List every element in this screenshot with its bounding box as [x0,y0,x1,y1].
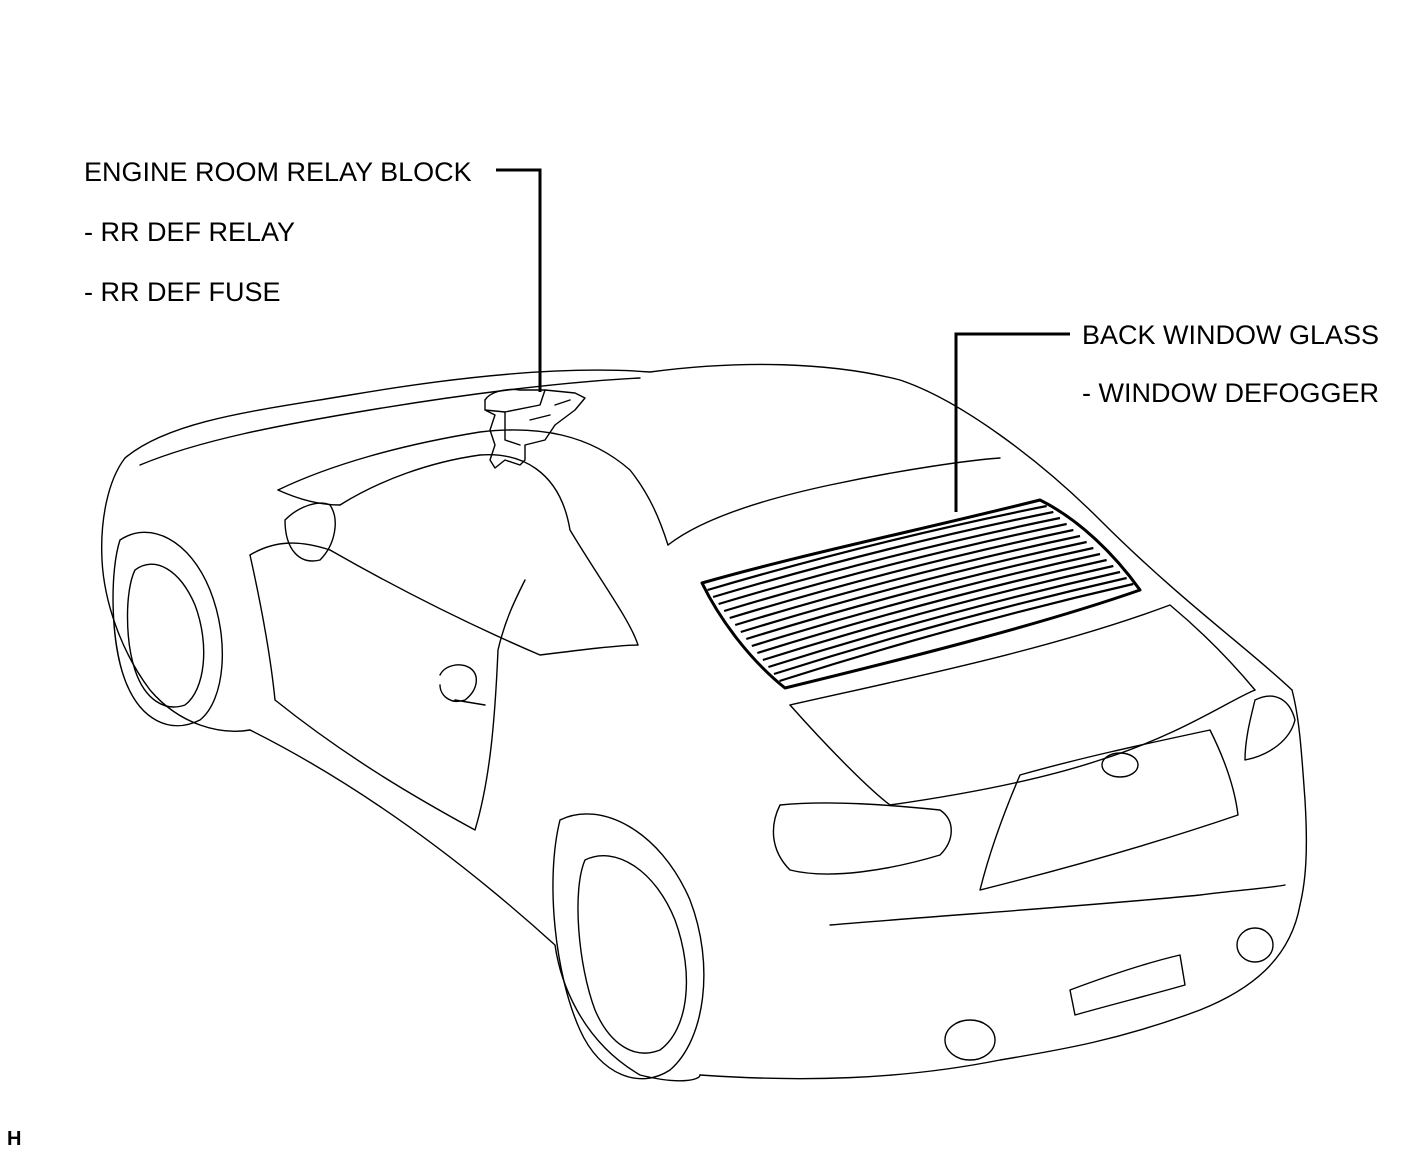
back-window-leader [954,332,1070,512]
defogger-line [757,558,1107,655]
relay-block-title: ENGINE ROOM RELAY BLOCK [84,157,472,187]
defogger-line [734,534,1081,627]
defogger-line [740,540,1087,634]
back-window-glass [700,498,1142,690]
defogger-line [779,582,1134,683]
car-rear [772,604,1296,1061]
defogger-line [762,564,1114,662]
back-window-item-defogger: - WINDOW DEFOGGER [1082,378,1379,408]
relay-block-leader [496,168,542,392]
defogger-line [751,552,1101,648]
defogger-line [707,504,1047,592]
defogger-line [745,546,1094,641]
defogger-line [773,576,1127,676]
defogger-line [729,528,1074,620]
corner-mark: H [7,1128,22,1150]
back-window-title: BACK WINDOW GLASS [1082,320,1380,350]
car-cabin [249,429,1001,831]
defogger-line [723,522,1067,613]
defogger-line [712,510,1054,599]
car-body-outline [101,363,1308,1082]
relay-block-component [484,388,586,469]
leader-lines [496,168,1070,512]
relay-block-item-rr-def-relay: - RR DEF RELAY [84,217,296,247]
defogger-line [718,516,1061,606]
car-wheels [112,531,705,1080]
defogger-line [768,570,1121,669]
defogger-heater-lines [707,504,1134,683]
relay-block-item-rr-def-fuse: - RR DEF FUSE [84,277,281,307]
